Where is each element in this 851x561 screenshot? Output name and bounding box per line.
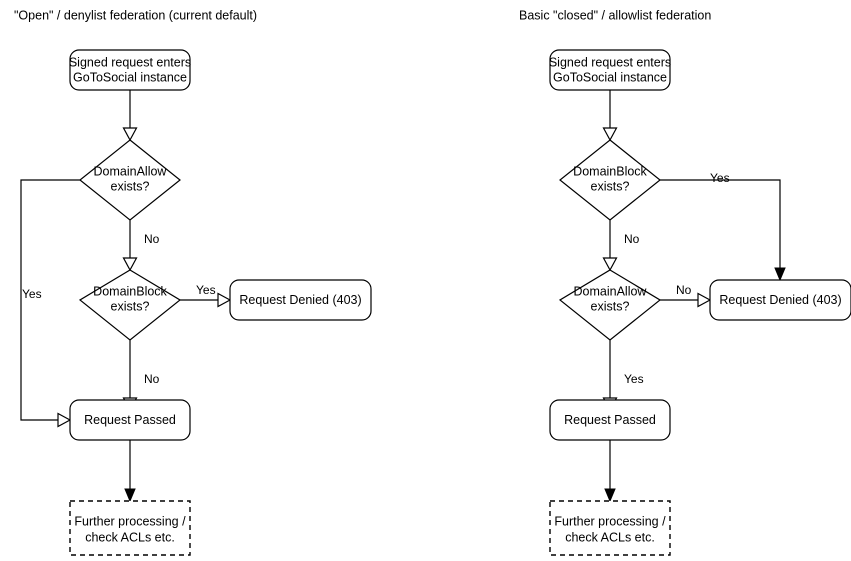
entry-box-line2: GoToSocial instance: [73, 70, 187, 84]
arrowhead-passed-to-further: [124, 488, 136, 503]
domainallow-line1: DomainAllow: [94, 164, 168, 178]
edge-label-block-yes: Yes: [196, 283, 216, 297]
denied-box-shape-right: [709, 279, 851, 321]
edge-label-block-no: No: [144, 372, 160, 386]
node-decision-domainblock-left: DomainBlock exists?: [78, 269, 182, 341]
panel-title-open: "Open" / denylist federation (current de…: [14, 8, 257, 22]
domainallow-line2: exists?: [111, 179, 150, 193]
edge-label-allow-no: No: [144, 232, 160, 246]
entry-box-right-line2: GoToSocial instance: [553, 70, 667, 84]
edge-label-allow-yes-right: Yes: [624, 372, 644, 386]
node-request-denied-right: Request Denied (403): [709, 279, 851, 321]
arrowhead-block-no-right: [602, 257, 618, 272]
further-box-line2: check ACLs etc.: [85, 530, 175, 544]
further-box-shape-right: [549, 500, 671, 556]
arrowhead-allow-no-right: [697, 292, 712, 308]
node-decision-domainallow-left: DomainAllow exists?: [79, 139, 181, 221]
panel-closed-federation: Basic "closed" / allowlist federation Si…: [519, 8, 851, 556]
edge-allow-yes-loop: [20, 179, 80, 421]
edge-label-block-yes-right: Yes: [710, 171, 730, 185]
panel-title-closed: Basic "closed" / allowlist federation: [519, 8, 711, 22]
domainallow-right-line1: DomainAllow: [574, 284, 648, 298]
denied-box-label-right: Request Denied (403): [719, 293, 841, 307]
domainblock-right-line2: exists?: [591, 179, 630, 193]
node-further-processing-right: Further processing / check ACLs etc.: [549, 500, 671, 556]
panel-open-federation: "Open" / denylist federation (current de…: [14, 8, 372, 556]
node-entry-left: Signed request enters GoToSocial instanc…: [69, 49, 191, 91]
further-box-right-line2: check ACLs etc.: [565, 530, 655, 544]
denied-box-shape: [229, 279, 372, 321]
passed-box-label: Request Passed: [84, 413, 176, 427]
node-request-passed-left: Request Passed: [69, 399, 191, 441]
further-box-right-line1: Further processing /: [554, 514, 666, 528]
edge-label-block-no-right: No: [624, 232, 640, 246]
node-request-denied-left: Request Denied (403): [229, 279, 372, 321]
entry-box-line1: Signed request enters: [69, 55, 191, 69]
further-box-line1: Further processing /: [74, 514, 186, 528]
node-entry-right: Signed request enters GoToSocial instanc…: [549, 49, 671, 91]
node-request-passed-right: Request Passed: [549, 399, 671, 441]
arrowhead-entry-to-allow: [122, 127, 138, 142]
node-decision-domainblock-right: DomainBlock exists?: [559, 139, 661, 221]
arrowhead-allow-yes-loop: [57, 412, 72, 428]
domainallow-right-line2: exists?: [591, 299, 630, 313]
further-box-shape: [69, 500, 191, 556]
arrowhead-allow-no: [122, 257, 138, 272]
arrowhead-entry-to-block-right: [602, 127, 618, 142]
arrowhead-block-yes-right: [774, 267, 786, 282]
node-further-processing-left: Further processing / check ACLs etc.: [69, 500, 191, 556]
arrowhead-passed-to-further-right: [604, 488, 616, 503]
denied-box-label: Request Denied (403): [239, 293, 361, 307]
entry-box-right-line1: Signed request enters: [549, 55, 671, 69]
edge-label-allow-yes: Yes: [22, 287, 42, 301]
edge-block-yes-right: [660, 179, 781, 273]
node-decision-domainallow-right: DomainAllow exists?: [558, 269, 662, 341]
arrowhead-block-yes: [217, 292, 232, 308]
edge-label-allow-no-right: No: [676, 283, 692, 297]
passed-box-label-right: Request Passed: [564, 413, 656, 427]
domainblock-right-line1: DomainBlock: [573, 164, 647, 178]
domainblock-line2: exists?: [111, 299, 150, 313]
domainblock-line1: DomainBlock: [93, 284, 167, 298]
